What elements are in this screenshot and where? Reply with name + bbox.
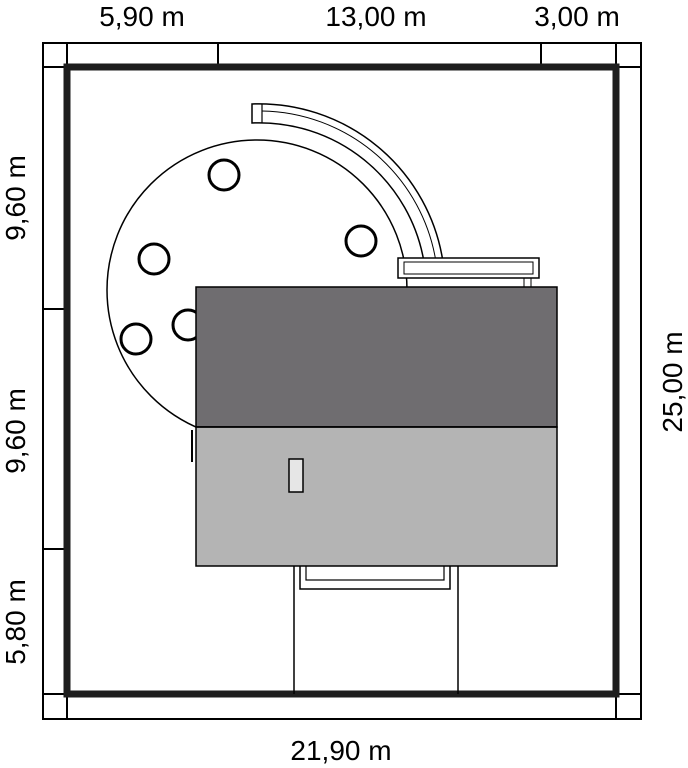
tree-3: [137, 242, 171, 276]
tree-5: [119, 322, 153, 356]
dim-top-3: 3,00 m: [534, 1, 620, 32]
tree-1: [207, 158, 241, 192]
dim-left-2: 9,60 m: [0, 388, 31, 474]
dim-left-3: 5,80 m: [0, 579, 31, 665]
dim-right: 25,00 m: [657, 331, 688, 432]
house-roof-north: [195, 286, 558, 428]
entrance-steps: [299, 564, 451, 590]
terrace-north-inner: [403, 261, 534, 275]
chimney: [288, 458, 304, 493]
dim-bottom: 21,90 m: [290, 735, 391, 766]
dim-top-1: 5,90 m: [99, 1, 185, 32]
dim-top-2: 13,00 m: [325, 1, 426, 32]
plot-boundary: [63, 63, 620, 698]
dimension-frame-outer: [42, 42, 642, 720]
tree-2: [344, 224, 378, 258]
house-roof-south: [195, 426, 558, 567]
terrace-north: [397, 257, 540, 279]
curved-walkway-inner-line: [261, 110, 437, 263]
dim-left-1: 9,60 m: [0, 155, 31, 241]
